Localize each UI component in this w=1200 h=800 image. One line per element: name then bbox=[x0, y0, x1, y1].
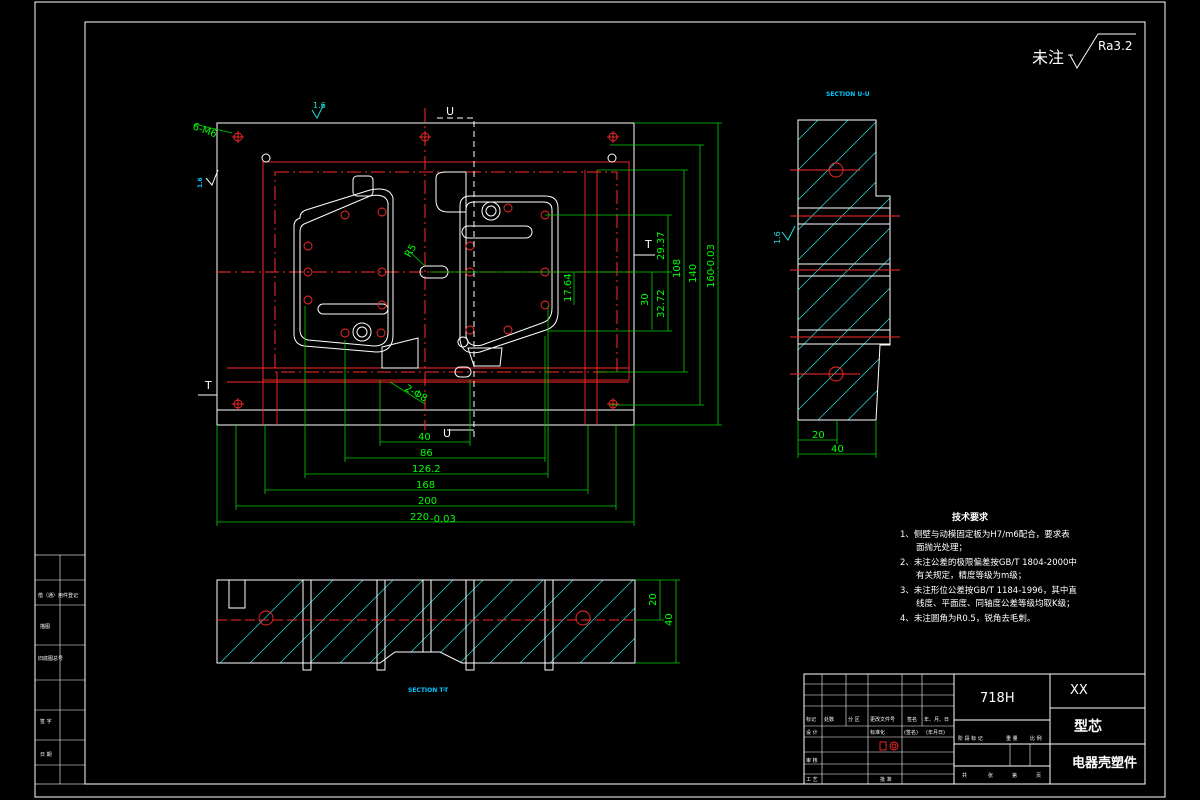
tb-total: 共 bbox=[962, 772, 967, 779]
dim-v-29: 29.37 bbox=[656, 231, 667, 260]
tb-label-std: 标准化 bbox=[870, 729, 885, 736]
tb-label-zone: 分 区 bbox=[848, 716, 860, 723]
section-t-view: 20 40 SECTION T-T bbox=[216, 579, 680, 694]
inner-frame bbox=[84, 21, 1146, 785]
dim-v-32: 32.72 bbox=[656, 289, 667, 318]
roughness-top: 1.6 bbox=[311, 101, 326, 120]
tb-drawing-name: 电器壳塑件 bbox=[1072, 755, 1137, 771]
section-marker-u-bottom: U bbox=[443, 427, 451, 440]
technical-requirements: 技术要求 1、侧壁与动模固定板为H7/m6配合，要求表 面抛光处理； 2、未注公… bbox=[900, 511, 1077, 624]
tb-label-approve: 批 准 bbox=[880, 776, 892, 783]
roughness-note-label: 未注 bbox=[1032, 48, 1064, 67]
thread-callout: 6-M6 bbox=[191, 121, 233, 140]
vertical-dimensions: 160 -0.03 140 108 29.37 32.72 30 17.64 bbox=[430, 122, 722, 426]
tb-material: 718H bbox=[980, 691, 1015, 706]
section-u-view: SECTION U-U 20 40 1. bbox=[773, 91, 900, 458]
dim-h-40: 40 bbox=[418, 432, 431, 443]
strip-label-1: 借（通）用件登记 bbox=[38, 592, 78, 599]
left-core-outline bbox=[293, 188, 394, 353]
roughness-note: 未注 Ra3.2 bbox=[1032, 33, 1136, 69]
tech-req-line-2: 面抛光处理； bbox=[916, 542, 967, 553]
strip-label-5: 日 期 bbox=[40, 752, 52, 758]
section-t-dim-20: 20 bbox=[648, 593, 659, 606]
section-t-hatching bbox=[219, 580, 635, 663]
title-block: 标记 处数 分 区 更改文件号 签名 年、月、日 设 计 标准化 (签名) (年… bbox=[803, 673, 1146, 785]
roughness-top-text: 1.6 bbox=[313, 101, 326, 110]
radius-callout-text: R5 bbox=[403, 242, 419, 259]
tb-sheets: 张 bbox=[988, 772, 993, 779]
dim-h-86: 86 bbox=[420, 448, 433, 459]
roughness-left-text: 1.6 bbox=[197, 177, 204, 188]
tb-label-review: 审 核 bbox=[806, 757, 818, 764]
tb-company: XX bbox=[1070, 683, 1088, 698]
right-core-outline bbox=[459, 195, 559, 354]
section-u-dim-40: 40 bbox=[831, 444, 844, 455]
tb-label-count: 处数 bbox=[824, 716, 834, 723]
plan-view: U U T T 6-M6 1.6 1.6 R5 2-Φ8 bbox=[191, 101, 722, 526]
dim-h-220: 220 bbox=[410, 512, 429, 523]
tb-label-sign: 签名 bbox=[907, 716, 917, 723]
tech-req-title: 技术要求 bbox=[952, 511, 989, 523]
screw-holes bbox=[232, 131, 619, 410]
tech-req-line-3: 2、未注公差的极限偏差按GB/T 1804-2000中 bbox=[900, 557, 1077, 568]
dim-v-140: 140 bbox=[688, 264, 699, 283]
dim-v-160: 160 bbox=[706, 269, 717, 288]
tech-req-line-1: 1、侧壁与动模固定板为H7/m6配合，要求表 bbox=[900, 529, 1070, 540]
tech-req-line-4: 有关规定，精度等级为m级； bbox=[916, 570, 1026, 581]
tech-req-line-6: 线度、平面度、同轴度公差等级均取K级； bbox=[916, 598, 1075, 609]
tb-stage-mark: 阶 段 标 记 bbox=[958, 735, 983, 742]
dim-v-30: 30 bbox=[640, 293, 651, 306]
tb-label-signname: (签名) bbox=[904, 729, 918, 736]
section-t-dim-40: 40 bbox=[664, 613, 675, 626]
tb-part-name: 型芯 bbox=[1074, 718, 1102, 735]
dim-v-17: 17.64 bbox=[563, 273, 574, 302]
thread-callout-text: 6-M6 bbox=[191, 121, 218, 140]
roughness-note-value: Ra3.2 bbox=[1098, 39, 1133, 53]
section-marker-t-left: T bbox=[204, 379, 212, 392]
section-marker-u-top: U bbox=[446, 105, 454, 118]
radius-callout: R5 bbox=[403, 242, 426, 267]
tb-page: 页 bbox=[1036, 773, 1041, 779]
outer-border bbox=[34, 1, 1166, 798]
pin-callout-text: 2-Φ8 bbox=[403, 383, 429, 405]
tb-label-ymd: (年月日) bbox=[926, 729, 945, 736]
dim-v-160-tol: -0.03 bbox=[706, 244, 717, 270]
tb-stage-scale: 比 例 bbox=[1030, 735, 1042, 742]
tb-label-date: 年、月、日 bbox=[924, 716, 949, 723]
dim-h-220-tol: -0.03 bbox=[430, 514, 456, 525]
strip-label-3: 旧底图总号 bbox=[38, 655, 63, 662]
dim-h-200: 200 bbox=[418, 496, 437, 507]
pin-callout: 2-Φ8 bbox=[389, 381, 429, 405]
tb-label-change: 更改文件号 bbox=[870, 716, 895, 723]
tech-req-line-7: 4、未注圆角为R0.5，锐角去毛刺。 bbox=[900, 613, 1035, 624]
section-u-title: SECTION U-U bbox=[826, 91, 870, 98]
dim-h-168: 168 bbox=[416, 480, 435, 491]
horizontal-dimensions: 40 86 126.2 168 200 220 -0.03 bbox=[216, 306, 635, 526]
tb-no: 第 bbox=[1012, 772, 1017, 779]
strip-label-2: 描图 bbox=[40, 623, 50, 630]
tb-stage-weight: 重 量 bbox=[1006, 735, 1018, 742]
roughness-left: 1.6 bbox=[197, 169, 219, 188]
dim-h-126: 126.2 bbox=[412, 464, 441, 475]
section-t-title: SECTION T-T bbox=[408, 687, 449, 694]
section-marker-t-right: T bbox=[644, 238, 652, 251]
strip-label-4: 签 字 bbox=[40, 718, 52, 725]
tb-label-design: 设 计 bbox=[806, 729, 818, 736]
projection-symbol-icon bbox=[879, 741, 899, 751]
section-u-roughness: 1.6 bbox=[773, 231, 782, 244]
dim-v-108: 108 bbox=[672, 259, 683, 278]
section-u-dim-20: 20 bbox=[812, 430, 825, 441]
tb-label-mark: 标记 bbox=[806, 716, 816, 723]
tb-label-craft: 工 艺 bbox=[806, 777, 818, 783]
left-label-strip: 借（通）用件登记 描图 旧底图总号 签 字 日 期 bbox=[34, 554, 86, 785]
tech-req-line-5: 3、未注形位公差按GB/T 1184-1996，其中直 bbox=[900, 585, 1077, 596]
